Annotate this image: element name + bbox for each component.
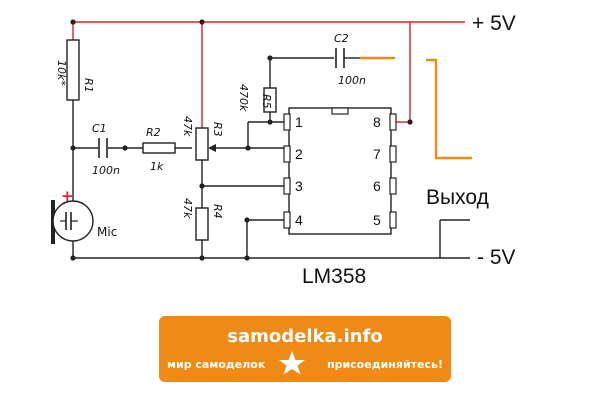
r1-name: R1 [82, 78, 95, 93]
negative-rail-label: - 5V [477, 246, 516, 269]
output-label: Выход [426, 186, 489, 209]
capacitor-c2 [335, 48, 345, 68]
c2-name: C2 [334, 32, 349, 45]
resistor-r1: R1 10k* [55, 39, 95, 101]
pin-4: 4 [295, 212, 303, 228]
watermark-banner: samodelka.info мир самоделок присоединяй… [159, 316, 451, 382]
watermark-site: samodelka.info [227, 326, 382, 347]
pin-8: 8 [373, 114, 381, 130]
watermark-left-slogan: мир самоделок [167, 358, 266, 371]
pin-1: 1 [295, 114, 303, 130]
r3-value: 47k [181, 116, 194, 137]
c2-value: 100n [338, 74, 366, 87]
pin-5: 5 [373, 212, 381, 228]
r4-value: 47k [181, 198, 194, 219]
power-wires [72, 21, 465, 128]
pin-6: 6 [373, 178, 381, 194]
resistor-r4: R4 47k [181, 198, 224, 241]
chip-name: LM358 [302, 265, 366, 288]
positive-rail-label: + 5V [472, 12, 516, 35]
r3-name: R3 [211, 122, 224, 137]
microphone: + Mic [51, 187, 117, 248]
r1-value: 10k* [55, 60, 68, 86]
pin-3: 3 [295, 178, 303, 194]
r2-value: 1k [150, 160, 164, 173]
r5-name: R5 [260, 94, 273, 109]
capacitor-c1 [98, 138, 108, 158]
potentiometer-r3: R3 47k [181, 116, 224, 161]
pin-7: 7 [373, 146, 381, 162]
pin-2: 2 [295, 146, 303, 162]
mic-plus-mark: + [61, 187, 74, 205]
watermark-right-slogan: присоединяйтесь! [327, 358, 443, 371]
star-icon [279, 351, 305, 375]
c1-name: C1 [92, 122, 107, 135]
output-wires [360, 56, 472, 160]
resistor-r2: R2 1k [142, 126, 176, 173]
r5-value: 470k [237, 84, 250, 112]
r2-name: R2 [146, 126, 161, 139]
c1-value: 100n [92, 164, 120, 177]
lm358-chip: 1 2 3 4 5 6 7 8 [283, 107, 397, 235]
junction-dots [70, 19, 413, 261]
r4-name: R4 [211, 204, 224, 219]
resistor-r5: R5 470k [237, 84, 277, 113]
mic-name: Mic [97, 225, 117, 239]
